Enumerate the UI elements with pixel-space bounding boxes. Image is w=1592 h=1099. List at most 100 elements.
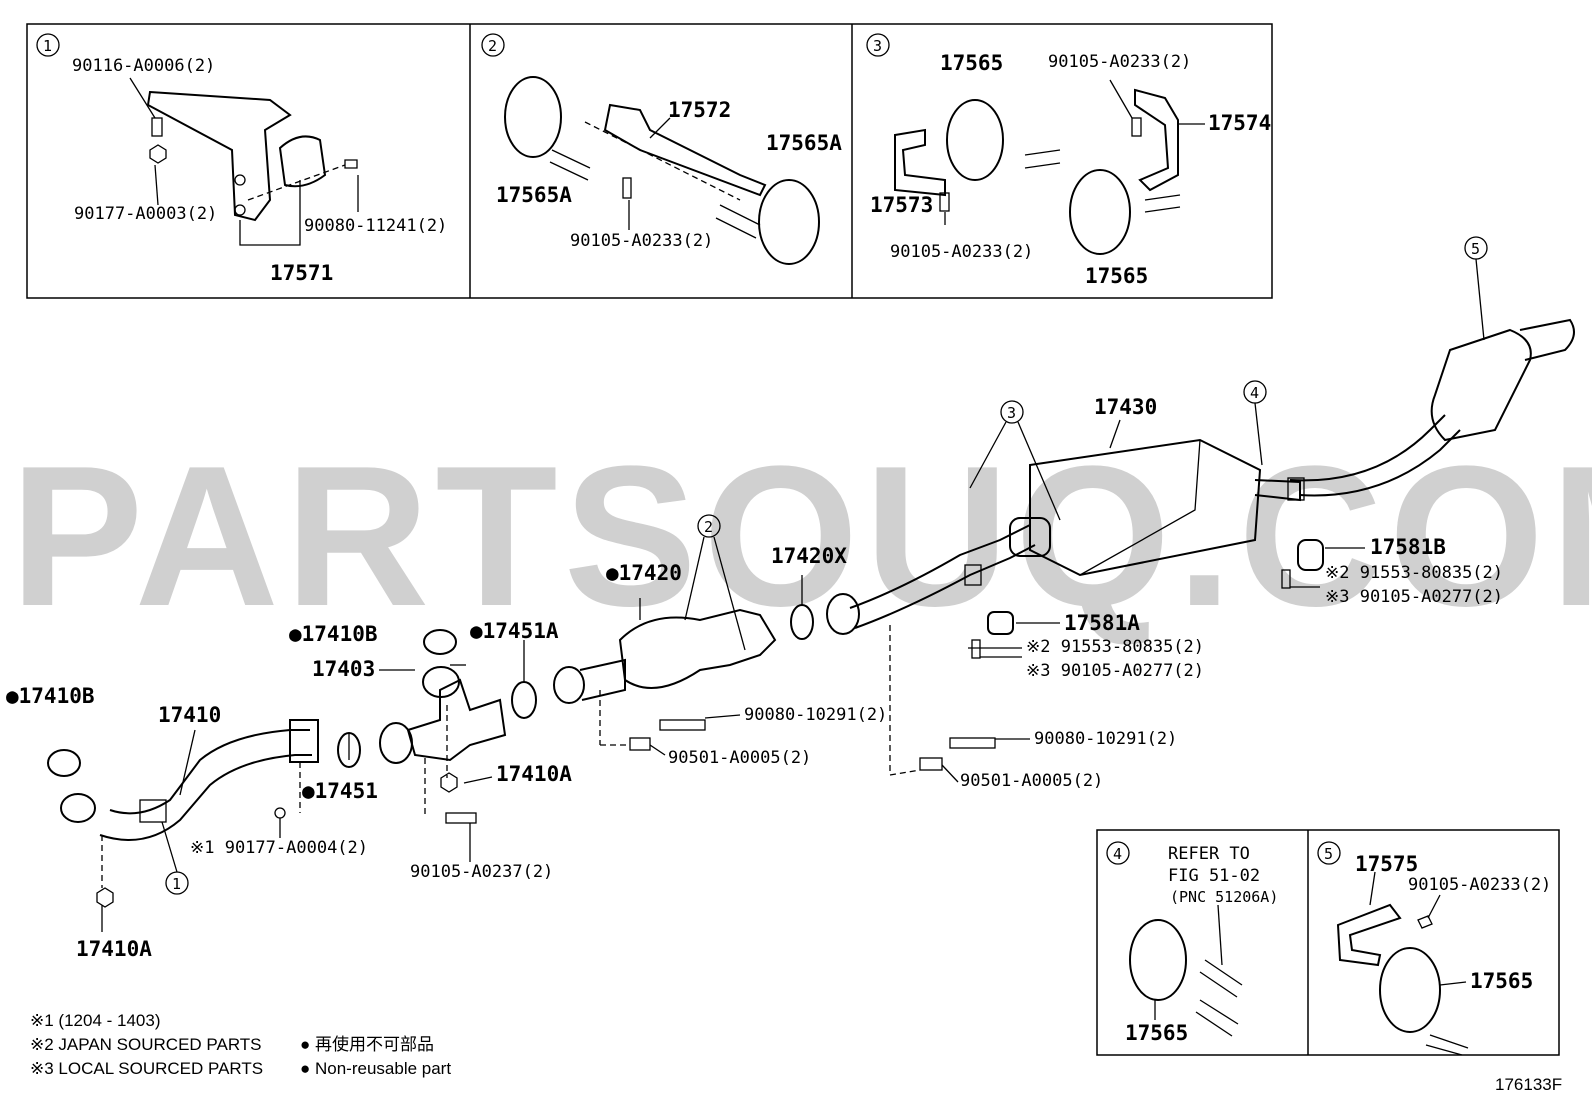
label-17581b-90105: ※3 90105-A0277(2) [1325, 587, 1503, 607]
bottom-inset-frame [1096, 829, 1560, 1056]
spring-90501-b [919, 757, 943, 771]
callout-3: 3 [1007, 404, 1016, 422]
label-17581a-90105: ※3 90105-A0277(2) [1026, 661, 1204, 681]
inset-2-number: 2 [488, 37, 497, 55]
label-17572: 17572 [668, 98, 731, 122]
hanger-bracket-b [1287, 477, 1305, 501]
flange-converter [553, 666, 585, 704]
inset-4-hanger [1129, 919, 1187, 1001]
label-90501-a0005-b: 90501-A0005(2) [960, 771, 1103, 791]
inset-5-17575: 17575 [1355, 852, 1418, 876]
label-90177-a0003: 90177-A0003(2) [74, 204, 217, 224]
callout-2: 2 [704, 518, 713, 536]
nut-17410a-left [96, 887, 114, 908]
clamp [139, 799, 167, 823]
label-90105-a0233-i3a: 90105-A0233(2) [1048, 52, 1191, 72]
resonator [1430, 328, 1532, 442]
bolt-90105-a0237 [445, 812, 477, 824]
inset-3: 3 17565 90105-A0233(2) 17574 17573 90105… [866, 33, 1271, 288]
hanger-bracket-a [964, 564, 982, 586]
label-17420x: 17420X [771, 544, 847, 568]
inset-5-17565: 17565 [1470, 969, 1533, 993]
flange-17403-rear [379, 722, 413, 764]
main-assembly [47, 318, 1575, 932]
label-90116-a0006: 90116-A0006(2) [72, 56, 215, 76]
gasket-17410b-left [47, 749, 81, 777]
part-labels: 17430 17581B ※2 91553-80835(2) ※3 90105-… [6, 395, 1503, 961]
inset-5: 5 17575 90105-A0233(2) 17565 [1317, 841, 1551, 1056]
bracket-17574 [1134, 88, 1179, 192]
figure-code: 176133F [1495, 1075, 1562, 1094]
inset-4-number: 4 [1113, 845, 1122, 863]
label-90105-a0237: 90105-A0237(2) [410, 862, 553, 882]
label-17565a-left: 17565A [496, 183, 572, 207]
inset-1: 1 90116-A0006(2) 90177-A0003(2) 90080-11… [36, 33, 447, 285]
gasket-17451a [511, 681, 537, 719]
inset-5-hanger [1379, 947, 1441, 1033]
label-90080-10291-a: 90080-10291(2) [744, 705, 887, 725]
cushion-17581a [987, 611, 1014, 635]
legend-note-3: ※3 LOCAL SOURCED PARTS [30, 1059, 263, 1078]
hanger-17565-bottom [1069, 169, 1131, 255]
gasket-17410b-top [423, 629, 457, 655]
hanger-17565a-right [758, 179, 820, 265]
inset-3-number: 3 [873, 37, 882, 55]
label-17410: 17410 [158, 703, 221, 727]
label-17565-top: 17565 [940, 51, 1003, 75]
pipe-17410 [109, 729, 310, 815]
bracket-17571 [146, 90, 292, 222]
label-17573: 17573 [870, 193, 933, 217]
top-inset-frame [26, 23, 1273, 299]
label-17565a-right: 17565A [766, 131, 842, 155]
callout-5: 5 [1471, 240, 1480, 258]
bolt-90080-a [659, 719, 706, 731]
center-pipe [849, 524, 1031, 609]
converter-17420 [618, 608, 777, 689]
nut-90177 [274, 807, 286, 819]
cushion-17581b [1297, 539, 1324, 571]
label-17410b-center: ●17410B [289, 622, 378, 646]
flange-center [826, 593, 860, 635]
label-17581a: 17581A [1064, 611, 1140, 635]
legend-note-1: ※1 (1204 - 1403) [30, 1011, 161, 1030]
label-90080-11241: 90080-11241(2) [304, 216, 447, 236]
label-17430: 17430 [1094, 395, 1157, 419]
callout-1: 1 [172, 875, 181, 893]
label-17574: 17574 [1208, 111, 1271, 135]
watermark: PARTSOUQ.COM [10, 425, 1592, 648]
bolt-90080-b [949, 737, 996, 749]
bracket-17575 [1336, 903, 1402, 967]
legend-non-reusable: ● Non-reusable part [300, 1059, 451, 1078]
label-17410a-right: 17410A [496, 762, 572, 786]
label-90105-a0233-i3b: 90105-A0233(2) [890, 242, 1033, 262]
label-90501-a0005-a: 90501-A0005(2) [668, 748, 811, 768]
inset-2: 2 17572 17565A 17565A 90105-A0233(2) [481, 33, 842, 265]
label-17581b-91553: ※2 91553-80835(2) [1325, 563, 1503, 583]
label-17581b: 17581B [1370, 535, 1446, 559]
legend: ※1 (1204 - 1403) ※2 JAPAN SOURCED PARTS … [30, 1011, 451, 1078]
legend-note-2: ※2 JAPAN SOURCED PARTS [30, 1035, 262, 1054]
label-17403: 17403 [312, 657, 375, 681]
spring-90501-a [629, 737, 651, 751]
flange-17410 [60, 793, 96, 823]
flange-17410-rear [289, 719, 319, 763]
inset-4-pnc: (PNC 51206A) [1170, 888, 1278, 906]
pipe-joint [1009, 517, 1051, 557]
label-17581a-91553: ※2 91553-80835(2) [1026, 637, 1204, 657]
flange-17403 [422, 666, 460, 698]
inset-1-number: 1 [43, 37, 52, 55]
inset-5-90105-a0233: 90105-A0233(2) [1408, 875, 1551, 895]
inset-4: 4 REFER TO FIG 51-02 (PNC 51206A) 17565 [1106, 841, 1278, 1045]
label-90080-10291-b: 90080-10291(2) [1034, 729, 1177, 749]
nut-17410a-right [440, 772, 458, 793]
bracket-17572 [603, 103, 767, 197]
label-17571: 17571 [270, 261, 333, 285]
label-17410b-left: ●17410B [6, 684, 95, 708]
callout-4: 4 [1250, 384, 1259, 402]
pipe-17403 [406, 678, 507, 762]
label-17565-bottom: 17565 [1085, 264, 1148, 288]
label-90177-a0004: ※1 90177-A0004(2) [190, 838, 368, 858]
legend-jp-non-reusable: ● 再使用不可部品 [300, 1034, 434, 1054]
inset-4-refer: REFER TO [1168, 844, 1250, 864]
